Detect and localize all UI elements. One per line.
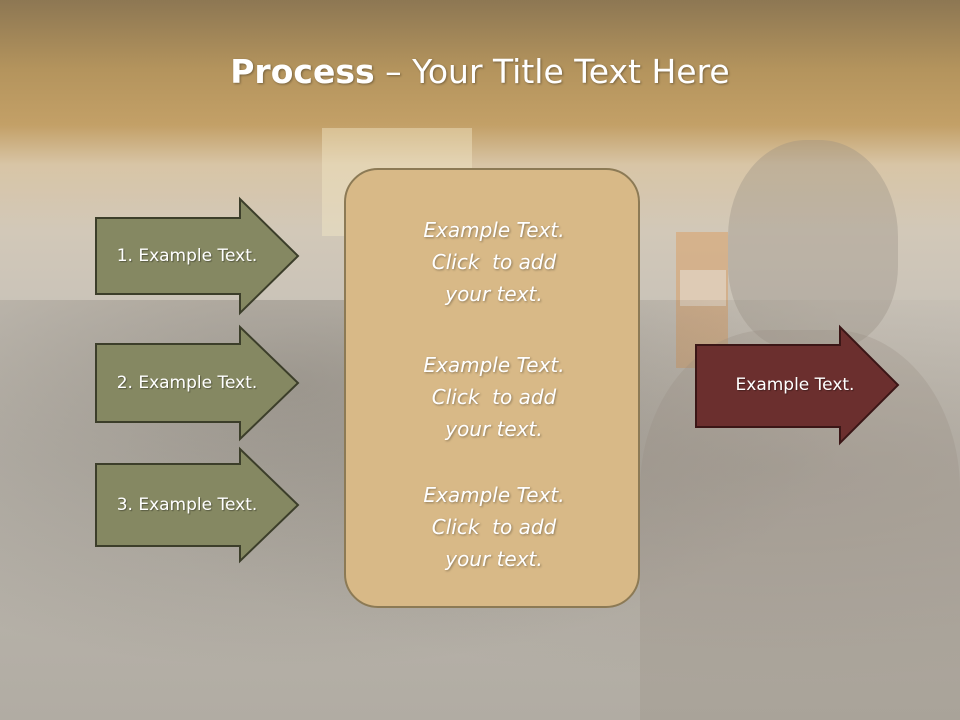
paragraph-line: Click to add <box>431 250 557 274</box>
center-paragraph-1: Example Text. Click to add your text. <box>346 214 642 310</box>
arrow-shape <box>695 324 900 446</box>
slide-title[interactable]: Process – Your Title Text Here <box>0 52 960 91</box>
title-rest: – Your Title Text Here <box>374 52 730 91</box>
background-head <box>728 140 898 350</box>
process-arrow-label: 1. Example Text. <box>116 246 258 266</box>
paragraph-line: your text. <box>445 547 543 571</box>
paragraph-line: Click to add <box>431 515 557 539</box>
process-arrow-2[interactable]: 2. Example Text. <box>95 324 300 442</box>
paragraph-line: Click to add <box>431 385 557 409</box>
process-arrow-label: 3. Example Text. <box>116 495 258 515</box>
arrow-shape <box>95 196 300 316</box>
process-arrow-label: 2. Example Text. <box>116 373 258 393</box>
center-text-box[interactable]: Example Text. Click to add your text. Ex… <box>344 168 640 608</box>
paragraph-line: Example Text. <box>423 353 565 377</box>
paragraph-line: Example Text. <box>423 483 565 507</box>
center-paragraph-3: Example Text. Click to add your text. <box>346 479 642 575</box>
result-arrow[interactable]: Example Text. <box>695 324 900 446</box>
process-arrow-1[interactable]: 1. Example Text. <box>95 196 300 316</box>
background-poster <box>680 270 726 306</box>
title-bold: Process <box>230 52 375 91</box>
arrow-shape <box>95 324 300 442</box>
paragraph-line: your text. <box>445 282 543 306</box>
paragraph-line: Example Text. <box>423 218 565 242</box>
process-arrow-3[interactable]: 3. Example Text. <box>95 446 300 564</box>
result-arrow-label: Example Text. <box>735 375 855 395</box>
arrow-shape <box>95 446 300 564</box>
paragraph-line: your text. <box>445 417 543 441</box>
center-paragraph-2: Example Text. Click to add your text. <box>346 349 642 445</box>
